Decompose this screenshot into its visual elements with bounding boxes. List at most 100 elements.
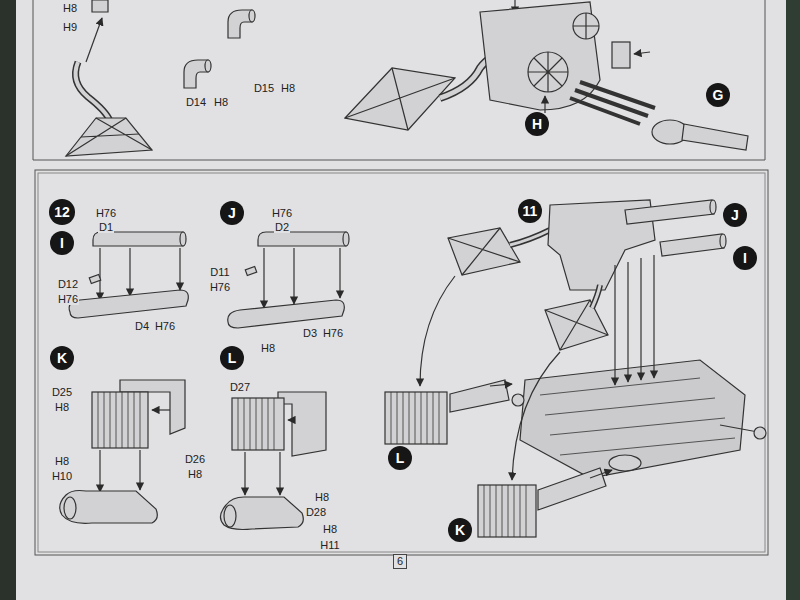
callout-circle: K [50, 346, 74, 370]
part-label: H76 [95, 208, 117, 219]
part-label: D3 [302, 328, 318, 339]
engine-assembly [448, 228, 520, 275]
engine-assembly [653, 255, 654, 378]
intake-assembly [345, 68, 455, 130]
part-label: H8 [280, 83, 296, 94]
callout-text: J [731, 208, 739, 222]
engine-assembly [545, 300, 608, 350]
engine-assembly [538, 468, 606, 510]
air-box [279, 452, 280, 495]
engine-assembly [478, 485, 536, 537]
part-label: D4 [134, 321, 150, 332]
callout-circle: J [723, 203, 747, 227]
intake-assembly [682, 124, 748, 150]
exhaust-part [228, 300, 345, 328]
part-label: H11 [319, 540, 340, 551]
part-label: D14 [185, 97, 207, 108]
air-box [60, 491, 158, 524]
exhaust-part [89, 274, 100, 283]
panel-frame [35, 170, 768, 555]
air-box [232, 398, 284, 450]
engine-assembly [590, 470, 612, 478]
exhaust-part [129, 248, 130, 296]
engine-assembly [720, 234, 726, 248]
callout-text: 6 [397, 556, 403, 567]
air-box [278, 392, 326, 456]
intake-funnel [86, 18, 102, 62]
part-label: D1 [98, 222, 114, 233]
intake-funnel [76, 62, 110, 121]
engine-assembly [385, 392, 447, 444]
callout-circle: K [448, 518, 472, 542]
engine-assembly [640, 258, 641, 380]
pipe-elbow [184, 60, 208, 88]
engine-assembly [545, 300, 608, 350]
part-label: D27 [229, 382, 251, 393]
callout-circle: 12 [49, 199, 75, 225]
callout-text: 11 [523, 204, 538, 218]
part-label: H8 [314, 492, 330, 503]
engine-assembly [512, 352, 560, 480]
callout-circle: I [733, 246, 757, 270]
callout-text: L [228, 351, 237, 365]
part-label: H76 [271, 208, 293, 219]
air-box [92, 392, 148, 448]
engine-assembly [660, 234, 724, 256]
air-box [220, 497, 303, 530]
air-box [152, 409, 170, 410]
intake-assembly [570, 82, 655, 124]
pipe-elbow [249, 10, 255, 22]
callout-circle: G [706, 83, 730, 107]
engine-assembly [490, 384, 512, 386]
exhaust-part [258, 232, 346, 246]
engine-assembly [609, 455, 641, 471]
part-label: D28 [305, 507, 327, 518]
intake-assembly [573, 13, 599, 39]
callout-text: I [743, 251, 747, 265]
pipe-elbow [228, 10, 252, 38]
intake-assembly [345, 68, 455, 130]
engine-assembly [614, 265, 615, 385]
intake-assembly [528, 52, 568, 92]
exhaust-part [245, 266, 256, 275]
exhaust-part [99, 248, 100, 300]
part-label: H76 [57, 294, 79, 305]
intake-assembly [528, 52, 568, 92]
exhaust-part [263, 248, 264, 308]
callout-circle: L [220, 346, 244, 370]
part-label: H8 [260, 343, 276, 354]
intake-funnel [66, 118, 152, 156]
engine-assembly [484, 485, 526, 537]
intake-funnel [76, 62, 110, 121]
exhaust-part [339, 248, 340, 298]
callout-circle: L [388, 446, 412, 470]
air-box [60, 380, 185, 523]
intake-funnel [66, 0, 152, 156]
exhaust-part [69, 232, 188, 318]
engine-assembly [720, 425, 758, 432]
intake-assembly [345, 0, 748, 150]
background [786, 0, 800, 600]
engine-assembly [710, 200, 716, 214]
callout-circle: J [220, 201, 244, 225]
air-box [139, 450, 140, 490]
engine-assembly [448, 228, 520, 275]
part-label: D12 [57, 279, 79, 290]
part-label: H8 [187, 469, 203, 480]
air-box [98, 392, 140, 448]
engine-assembly [520, 360, 745, 478]
exhaust-part [228, 232, 349, 328]
part-label: H76 [209, 282, 231, 293]
intake-funnel [92, 0, 108, 12]
callout-text: J [228, 206, 236, 220]
pipe-elbow [205, 60, 211, 72]
engine-assembly [540, 378, 735, 455]
engine-assembly [512, 394, 524, 406]
intake-assembly [544, 96, 545, 113]
